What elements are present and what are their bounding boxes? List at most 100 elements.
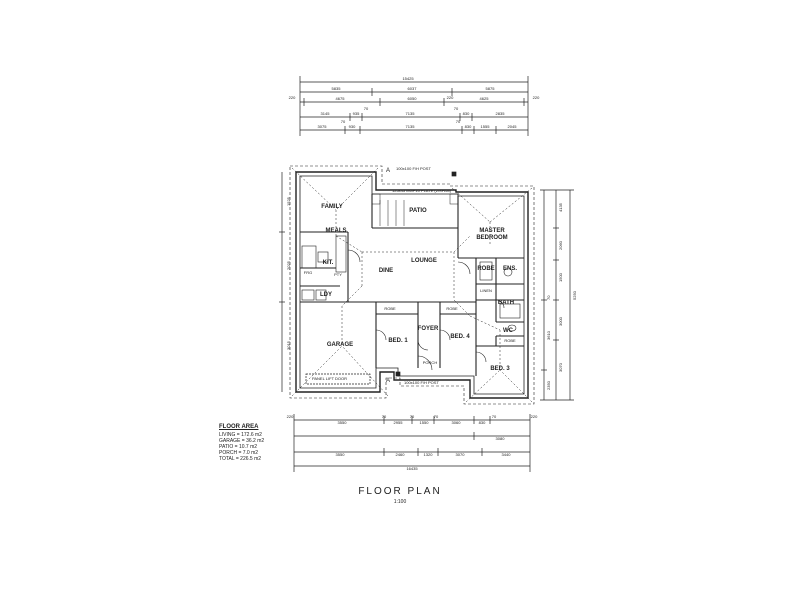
dim-bottom: 220 (531, 414, 538, 419)
drawing-title-block: FLOOR PLAN 1:100 (330, 486, 470, 505)
room-robe-master: ROBE (477, 266, 494, 272)
room-meals: MEALS (326, 228, 347, 234)
dim-top: 930 (349, 124, 356, 129)
floor-area-value: = 36.2 m2 (241, 438, 265, 444)
dim-overall-bottom: 16435 (406, 466, 418, 471)
dim-overall-top: 15425 (402, 76, 414, 81)
note-garage-door: PANEL LIFT DOOR (312, 376, 347, 381)
room-porch: PORCH (423, 360, 438, 365)
dim-bottom: 3550 (336, 452, 346, 457)
left-dimension-labels: 1525 2025 3015 (286, 196, 291, 350)
dim-bottom: 3550 (338, 420, 348, 425)
dim-right: 1500 (558, 272, 563, 282)
drawing-scale: 1:100 (393, 499, 407, 505)
room-bed4: BED. 4 (450, 334, 470, 340)
floor-area-label: PORCH (219, 450, 238, 456)
dim-right: 5250 (572, 290, 577, 300)
dim-bottom: 70 (382, 414, 387, 419)
room-master-bedroom: BEDROOM (476, 235, 507, 241)
floor-area-label: LIVING (219, 432, 236, 438)
floor-area-value: = 10.7 m2 (234, 444, 258, 450)
dim-top: 6037 (408, 86, 418, 91)
dim-left: 3015 (286, 340, 291, 350)
floor-area-row: PORCH = 7.0 m2 (219, 450, 309, 456)
dim-right: 2060 (558, 240, 563, 250)
room-fridge: FRG (304, 270, 312, 275)
dim-top: 1555 (481, 124, 491, 129)
room-pantry: PTY (334, 272, 342, 277)
garage-door (305, 373, 371, 385)
floor-area-value: = 226.5 m2 (235, 456, 262, 462)
dim-bottom: 2955 (394, 420, 404, 425)
room-bath: BATH (498, 300, 514, 306)
room-laundry: LDY (320, 292, 332, 298)
floor-area-label: TOTAL (219, 456, 235, 462)
dim-bottom: 70 (434, 414, 439, 419)
dim-top: 3145 (321, 111, 331, 116)
dim-bottom: 1320 (424, 452, 434, 457)
dim-top: 3075 (318, 124, 328, 129)
bottom-dimension-labels: 220 3550 70 2955 70 1550 70 3060 830 70 … (287, 414, 538, 471)
room-robe-bed1: ROBE (384, 306, 396, 311)
room-robe-bed4: ROBE (446, 306, 458, 311)
dim-right: 2350 (546, 380, 551, 390)
room-wc: WC (503, 328, 514, 334)
room-bed1: BED. 1 (388, 338, 408, 344)
dim-right: 4135 (558, 202, 563, 212)
room-labels: FAMILY PATIO MASTER BEDROOM MEALS KIT. D… (304, 204, 518, 372)
floor-area-value: = 172.6 m2 (236, 432, 262, 438)
dim-left: 1525 (286, 196, 291, 206)
dim-bottom: 830 (479, 420, 486, 425)
floor-area-row: LIVING = 172.6 m2 (219, 432, 309, 438)
dim-top: 935 (353, 111, 360, 116)
section-mark-bottom: A (386, 378, 390, 384)
dim-right: 3070 (558, 362, 563, 372)
dim-top: 4675 (336, 96, 346, 101)
room-patio: PATIO (409, 208, 427, 214)
dim-top: 2045 (508, 124, 518, 129)
dim-top: 70 (341, 119, 346, 124)
floor-area-row: PATIO = 10.7 m2 (219, 444, 309, 450)
dim-left: 2025 (286, 260, 291, 270)
dim-right: 70 (546, 295, 551, 300)
room-robe-bed3: ROBE (504, 338, 516, 343)
dim-bottom: 2460 (396, 452, 406, 457)
floor-area-label: GARAGE (219, 438, 241, 444)
note-beam: 125x45 MGP10 PLATE (2/SPAN) (392, 188, 452, 193)
dim-top: 830 (463, 111, 470, 116)
section-mark-top: A (386, 168, 390, 174)
dim-right: 3610 (546, 330, 551, 340)
dim-bottom: 3440 (502, 452, 512, 457)
dim-top: 220 (533, 95, 540, 100)
post-bottom (395, 371, 401, 377)
dim-top: 830 (465, 124, 472, 129)
room-master-bedroom: MASTER (479, 228, 505, 234)
post-top (451, 171, 457, 177)
bottom-dimension-chain (293, 414, 531, 472)
room-linen: LINEN (480, 288, 492, 293)
fixtures (301, 235, 521, 332)
right-dimension-labels: 4135 2060 1500 3000 3070 3610 70 5250 23… (546, 202, 577, 390)
dim-top: 70 (454, 106, 459, 111)
roof-hip-lines (291, 167, 533, 403)
dim-top: 5875 (486, 86, 496, 91)
dim-bottom: 70 (410, 414, 415, 419)
dim-bottom: 1550 (420, 420, 430, 425)
patio-decking (371, 193, 459, 226)
dim-top: 2835 (496, 111, 506, 116)
dim-bottom: 3070 (456, 452, 466, 457)
floor-area-value: = 7.0 m2 (238, 450, 259, 456)
dim-top: 70 (364, 106, 369, 111)
floor-area-label: PATIO (219, 444, 234, 450)
floor-area-row: TOTAL = 226.5 m2 (219, 456, 309, 462)
dim-top: 7135 (406, 124, 416, 129)
dim-top: 7135 (406, 111, 416, 116)
room-garage: GARAGE (327, 342, 353, 348)
floor-area-row: GARAGE = 36.2 m2 (219, 438, 309, 444)
floor-area-heading: FLOOR AREA (219, 424, 259, 430)
top-dimension-labels: 15425 5835 6037 5875 220 4675 6050 220 4… (289, 76, 540, 129)
dim-top: 220 (447, 95, 454, 100)
right-dimension-chain (540, 189, 574, 401)
dim-top: 5835 (332, 86, 342, 91)
